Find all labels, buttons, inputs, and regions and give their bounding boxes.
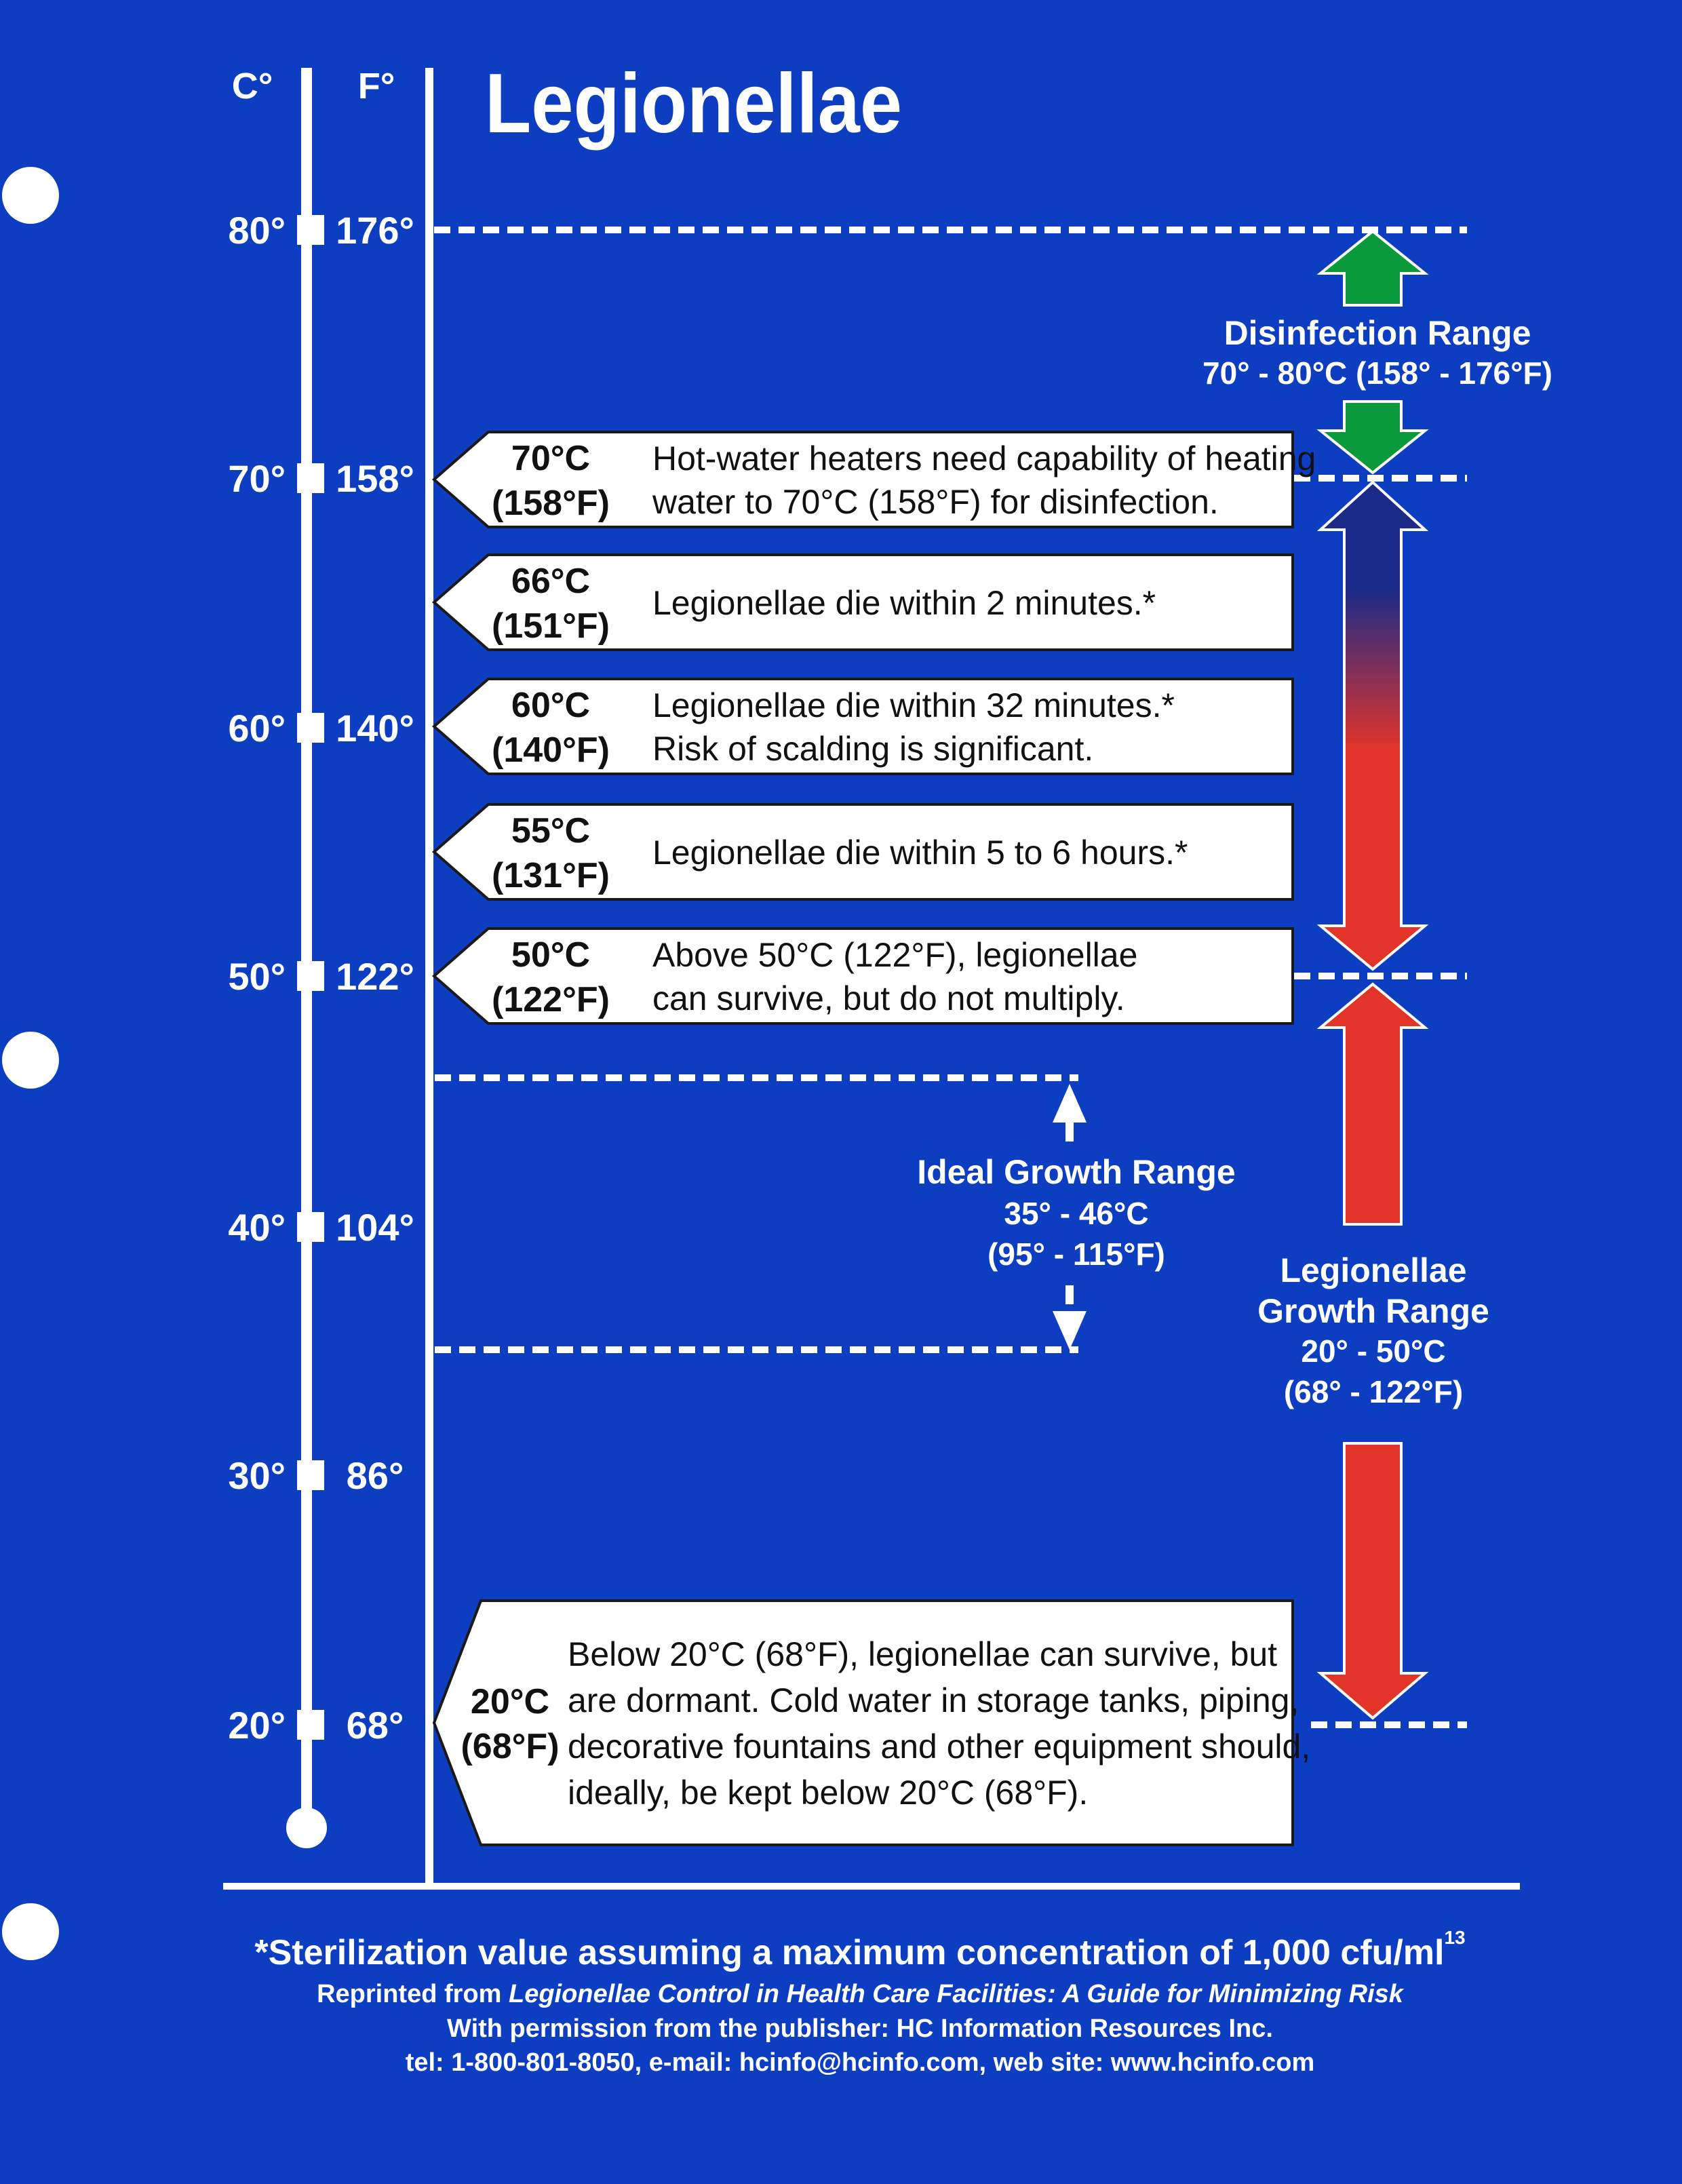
callout-box [431,927,1294,1025]
ideal-growth-range-c: 35° - 46°C [1004,1196,1148,1231]
reprint-prefix: Reprinted from [317,1980,509,2008]
callout-description-line: Legionellae die within 5 to 6 hours.* [652,834,1188,872]
callout-box [431,803,1294,901]
fahrenheit-tick-label: 122° [336,955,414,998]
callout-temp-c: 50°C [511,935,590,975]
callout-description-line: ideally, be kept below 20°C (68°F). [568,1774,1088,1812]
arrow-up-icon [1053,1084,1087,1123]
callout-description-line: Hot-water heaters need capability of hea… [652,440,1316,477]
dashed-guides [434,227,1467,1728]
tick-mark [297,1212,324,1242]
callout-temp-f: (158°F) [492,484,610,523]
binder-hole [2,1903,59,1960]
callout-60c: 60°C (140°F) Legionellae die within 32 min… [431,678,1294,775]
growth-range-label-2: Growth Range [1257,1292,1489,1330]
kill-range-double-arrow-icon [1316,480,1429,971]
tick-mark [297,463,324,493]
fahrenheit-tick-label: 140° [336,707,414,749]
callout-description-line: Legionellae die within 2 minutes.* [652,584,1156,622]
fahrenheit-tick-label: 176° [336,209,414,252]
fahrenheit-header: F° [358,66,395,106]
disinfection-range-values: 70° - 80°C (158° - 176°F) [1202,355,1552,391]
reprint-credit: Reprinted from Legionellae Control in He… [317,1980,1405,2008]
callout-temp-f: (68°F) [461,1727,559,1766]
footnote: *Sterilization value assuming a maximum … [254,1927,1465,1972]
reprint-book-title: Legionellae Control in Health Care Facil… [509,1980,1405,2008]
callout-description-line: decorative fountains and other equipment… [568,1728,1310,1766]
tick-mark [297,961,324,991]
callout-description-line: Risk of scalding is significant. [652,730,1093,768]
tick-mark [297,215,324,245]
celsius-tick-label: 50° [228,955,286,998]
fahrenheit-tick-label: 68° [347,1704,404,1747]
callout-temp-f: (140°F) [492,730,610,770]
arrow-stem [1065,1123,1074,1142]
growth-range-f: (68° - 122°F) [1284,1374,1463,1409]
red-arrow-up-icon [1316,982,1429,1226]
thermometer-stem [301,68,312,1828]
callout-description-line: Legionellae die within 32 minutes.* [652,686,1175,724]
callout-temp-c: 20°C [471,1682,549,1721]
ideal-growth-label: Ideal Growth Range [917,1153,1236,1191]
red-arrow-down-icon [1316,1442,1429,1720]
page-title: Legionellae [485,57,902,151]
fahrenheit-tick-label: 86° [347,1454,404,1497]
callout-box [431,678,1294,775]
celsius-tick-label: 20° [228,1704,286,1747]
growth-range-label-1: Legionellae [1280,1251,1466,1289]
green-arrow-down-icon [1316,400,1429,475]
callout-description-line: are dormant. Cold water in storage tanks… [568,1681,1299,1719]
fahrenheit-tick-label: 104° [336,1206,414,1249]
thermometer-bulb [286,1808,327,1848]
callout-description-line: Below 20°C (68°F), legionellae can survi… [568,1635,1277,1673]
tick-mark [297,713,324,743]
tick-mark [297,1460,324,1490]
green-arrow-up-icon [1316,229,1429,307]
callout-20c: 20°C (68°F) Below 20°C (68°F), legionellae… [432,1599,1310,1846]
callout-description-line: Above 50°C (122°F), legionellae [652,936,1137,974]
tick-mark [297,1710,324,1740]
celsius-tick-label: 60° [228,707,286,749]
baseline [223,1883,1520,1890]
binder-hole [2,167,59,224]
callout-temp-c: 70°C [511,439,590,478]
callout-list: 70°C (158°F) Hot-water heaters need capabi… [431,431,1316,1846]
contact-info: tel: 1-800-801-8050, e-mail: hcinfo@hcin… [406,2048,1315,2077]
growth-range-c: 20° - 50°C [1301,1333,1445,1369]
celsius-tick-label: 80° [228,209,286,252]
callout-box [431,553,1294,651]
fahrenheit-tick-label: 158° [336,457,414,500]
celsius-header: C° [232,66,273,106]
permission-credit: With permission from the publisher: HC I… [447,2014,1273,2043]
callout-temp-f: (131°F) [492,856,610,895]
ideal-growth-range-f: (95° - 115°F) [987,1236,1165,1272]
vertical-axis-line [425,68,433,1887]
callout-box [431,431,1294,528]
callout-55c: 55°C (131°F) Legionellae die within 5 to 6… [431,803,1294,901]
binder-hole [2,1032,59,1089]
callout-70c: 70°C (158°F) Hot-water heaters need capabi… [431,431,1316,528]
celsius-tick-label: 70° [228,457,286,500]
callout-temp-f: (151°F) [492,606,610,646]
footnote-text: *Sterilization value assuming a maximum … [254,1933,1444,1972]
celsius-tick-label: 30° [228,1454,286,1497]
arrow-down-icon [1053,1311,1087,1350]
callout-box [432,1599,1294,1846]
footnote-reference: 13 [1444,1927,1465,1948]
temperature-scale: 80° 176° 70° 158° 60° 140° 50° 122° 40° 104° 30° 86… [228,209,414,1747]
ideal-growth-arrows [1053,1084,1087,1350]
disinfection-range-label: Disinfection Range [1224,314,1531,352]
callout-temp-c: 55°C [511,811,590,851]
callout-50c: 50°C (122°F) Above 50°C (122°F), legionell… [431,927,1294,1025]
celsius-tick-label: 40° [228,1206,286,1249]
callout-temp-f: (122°F) [492,980,610,1019]
arrow-stem [1065,1285,1074,1304]
callout-66c: 66°C (151°F) Legionellae die within 2 minu… [431,553,1294,651]
callout-temp-c: 66°C [511,562,590,601]
callout-description-line: water to 70°C (158°F) for disinfection. [652,483,1219,521]
callout-temp-c: 60°C [511,686,590,725]
callout-description-line: can survive, but do not multiply. [652,979,1125,1017]
